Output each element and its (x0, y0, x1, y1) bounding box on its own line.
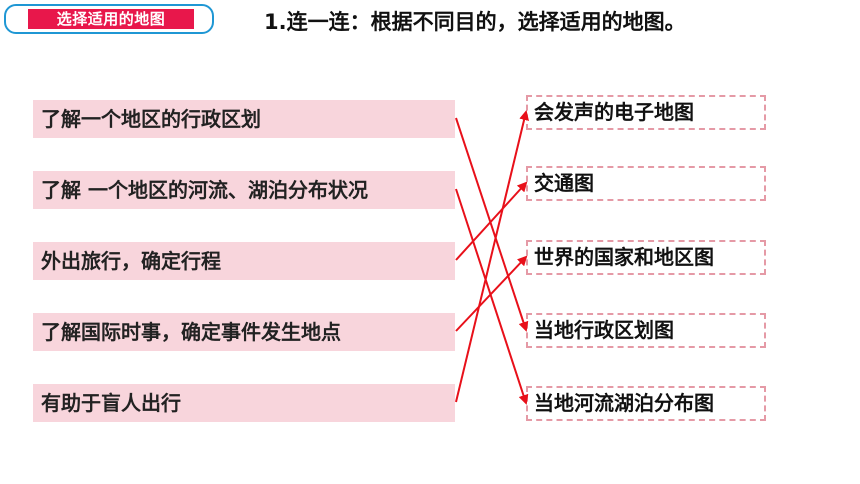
section-tag: 选择适用的地图 (4, 4, 214, 34)
connection-arrow-4 (455, 110, 529, 403)
left-item-2[interactable]: 外出旅行，确定行程 (33, 242, 455, 280)
left-item-0[interactable]: 了解一个地区的行政区划 (33, 100, 455, 138)
right-item-4[interactable]: 当地河流湖泊分布图 (526, 386, 766, 421)
connection-arrow-0 (455, 117, 529, 332)
right-item-2[interactable]: 世界的国家和地区图 (526, 240, 766, 275)
exercise-title: 1.连一连：根据不同目的，选择适用的地图。 (264, 10, 686, 34)
right-item-0[interactable]: 会发声的电子地图 (526, 95, 766, 130)
connection-arrow-3 (455, 255, 528, 332)
right-item-3[interactable]: 当地行政区划图 (526, 313, 766, 348)
right-item-1[interactable]: 交通图 (526, 166, 766, 201)
left-item-4[interactable]: 有助于盲人出行 (33, 384, 455, 422)
connection-arrow-2 (455, 181, 528, 261)
section-tag-label: 选择适用的地图 (28, 9, 194, 29)
left-item-1[interactable]: 了解 一个地区的河流、湖泊分布状况 (33, 171, 455, 209)
left-item-3[interactable]: 了解国际时事，确定事件发生地点 (33, 313, 455, 351)
connection-arrow-1 (455, 188, 529, 405)
